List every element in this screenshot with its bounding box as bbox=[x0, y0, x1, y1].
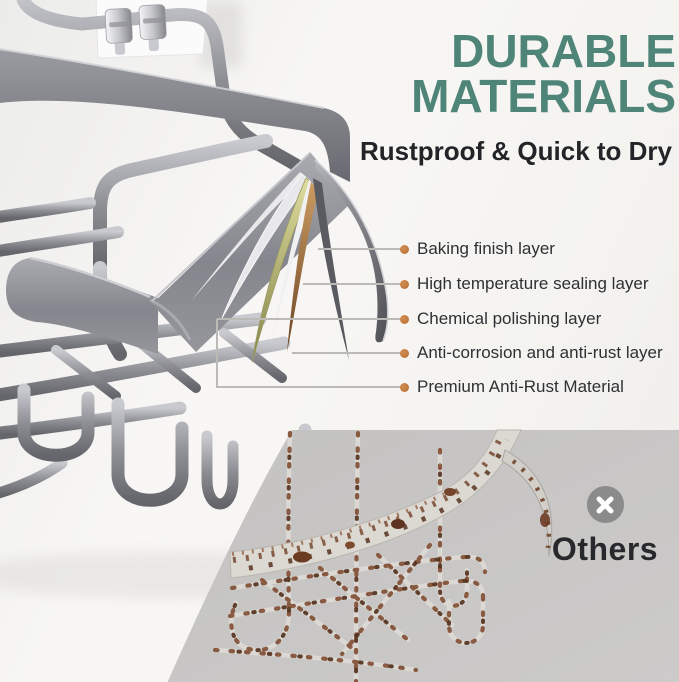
headline-line2: MATERIALS bbox=[411, 70, 676, 122]
leader-line-connector bbox=[216, 319, 218, 388]
leader-line bbox=[217, 318, 400, 320]
dot-icon bbox=[400, 348, 409, 358]
comparison-block: Others bbox=[540, 486, 670, 568]
callout-label: Anti-corrosion and anti-rust layer bbox=[417, 343, 663, 362]
x-circle-icon bbox=[586, 486, 624, 523]
leader-line bbox=[318, 248, 400, 250]
leader-line bbox=[303, 283, 400, 285]
callout-row: Anti-corrosion and anti-rust layer bbox=[292, 342, 663, 364]
dot-icon bbox=[400, 244, 409, 254]
rusty-caddy-render bbox=[212, 429, 553, 682]
dot-icon bbox=[400, 279, 409, 289]
comparison-label: Others bbox=[551, 531, 659, 567]
callout-label: Premium Anti-Rust Material bbox=[417, 377, 624, 396]
callout-row: Premium Anti-Rust Material bbox=[217, 376, 624, 398]
callout-label: High temperature sealing layer bbox=[417, 274, 649, 293]
callout-label: Baking finish layer bbox=[417, 239, 555, 258]
mounting-hinges bbox=[104, 4, 167, 55]
callout-row: Chemical polishing layer bbox=[217, 308, 601, 330]
coating-layers-fan bbox=[192, 159, 389, 363]
back-panel-band bbox=[0, 48, 350, 182]
leader-line bbox=[292, 352, 400, 354]
callout-row: Baking finish layer bbox=[318, 238, 555, 260]
callout-label: Chemical polishing layer bbox=[417, 309, 602, 328]
headline: DURABLE MATERIALS bbox=[396, 25, 676, 122]
dot-icon bbox=[400, 314, 409, 324]
headline-line1: DURABLE bbox=[451, 25, 676, 77]
leader-line bbox=[217, 386, 400, 388]
subheadline: Rustproof & Quick to Dry bbox=[359, 136, 672, 166]
callout-row: High temperature sealing layer bbox=[303, 273, 649, 295]
dot-icon bbox=[400, 382, 409, 392]
